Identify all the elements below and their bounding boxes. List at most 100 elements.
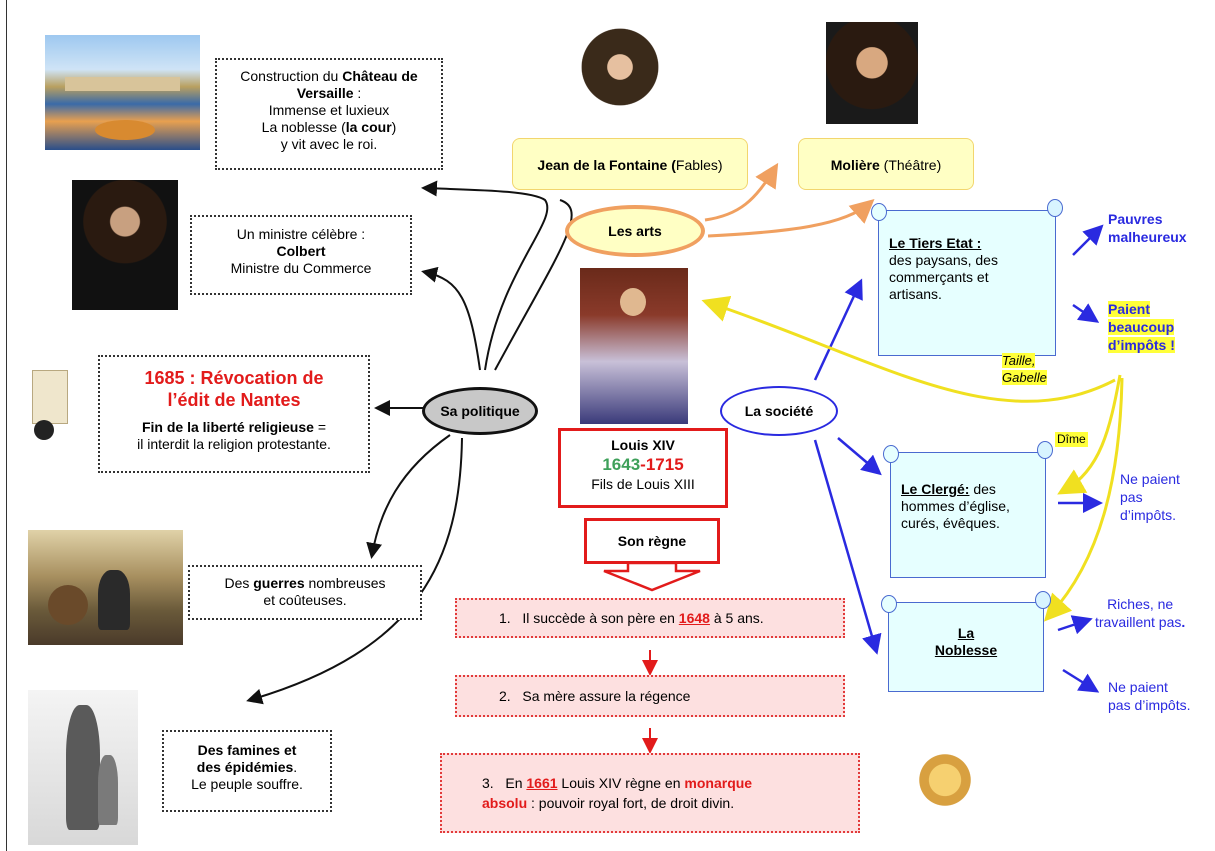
la-societe-node: La société <box>720 386 838 436</box>
step-2-num: 2. <box>499 688 511 704</box>
sa-politique-label: Sa politique <box>440 403 520 419</box>
versailles-image <box>45 35 200 150</box>
step-1-num: 1. <box>499 610 511 626</box>
arrow-to-noblesse <box>813 439 882 655</box>
versailles-box: Construction du Château de Versaille : I… <box>215 58 443 170</box>
versailles-line3b: la cour <box>345 119 392 135</box>
versailles-line4: y vit avec le roi. <box>280 136 378 152</box>
step-1-year: 1648 <box>678 610 710 626</box>
versailles-line3a: La noblesse ( <box>261 119 346 135</box>
guerres-post: nombreuses <box>304 575 386 591</box>
dime-label: Dîme <box>1055 432 1088 447</box>
arrow-to-colbert <box>421 266 481 371</box>
tiers-etat-box: Le Tiers Etat : des paysans, des commerç… <box>871 199 1063 356</box>
famines-line3: Le peuple souffre. <box>191 776 303 792</box>
pauvres-label: Pauvres malheureux <box>1108 210 1187 246</box>
tiers-text3: artisans. <box>889 286 942 302</box>
famines-line2: des épidémies <box>196 759 294 775</box>
tiers-title: Le Tiers Etat : <box>889 235 982 251</box>
nantes-box: 1685 : Révocation de l’édit de Nantes Fi… <box>98 355 370 473</box>
colbert-line3: Ministre du Commerce <box>230 260 372 276</box>
taille-label: Taille, Gabelle <box>1002 352 1047 386</box>
les-arts-label: Les arts <box>608 223 662 239</box>
taille-line1: Taille, <box>1002 353 1036 368</box>
riches-label: Riches, ne travaillent pas. <box>1095 595 1185 631</box>
step-3-red: monarque <box>684 775 753 791</box>
pauvres-line2: malheureux <box>1108 229 1187 245</box>
nantes-title2: l’édit de Nantes <box>167 390 301 410</box>
step-2-text: Sa mère assure la régence <box>522 688 691 704</box>
left-margin-line <box>6 0 7 851</box>
nepaient-line1: Ne paient <box>1120 471 1180 487</box>
step-3-year: 1661 <box>526 775 558 791</box>
step-1-pre: Il succède à son père en <box>522 610 679 626</box>
arrow-to-versailles <box>421 180 549 371</box>
moliere-bold: Molière <box>830 157 880 173</box>
tiers-text1: des paysans, des <box>889 252 998 268</box>
fontaine-bold: Jean de la Fontaine ( <box>537 157 676 173</box>
louis-xiv-portrait <box>580 268 688 424</box>
la-societe-label: La société <box>744 403 814 419</box>
famines-line1: Des famines et <box>197 742 297 758</box>
nepaient2-line2: pas d’impôts. <box>1108 697 1191 713</box>
riches-line1: Riches, ne <box>1107 596 1174 612</box>
step-3-post: : pouvoir royal fort, de droit divin. <box>527 795 735 811</box>
paient-label: Paient beaucoup d’impôts ! <box>1108 300 1175 354</box>
arrow-tax-to-noblesse <box>1043 377 1124 622</box>
fontaine-box: Jean de la Fontaine (Fables) <box>512 138 748 190</box>
dime-text: Dîme <box>1057 432 1086 446</box>
colbert-portrait <box>72 180 178 310</box>
noblesse-box: La Noblesse <box>881 591 1051 692</box>
nantes-title1: 1685 : Révocation de <box>144 368 324 388</box>
war-scene-image <box>28 530 183 645</box>
pauvres-line1: Pauvres <box>1108 211 1163 227</box>
step-1: 1. Il succède à son père en 1648 à 5 ans… <box>455 598 845 638</box>
nepaient-label: Ne paient pas d’impôts. <box>1120 470 1180 524</box>
versailles-bold: Château de Versaille <box>296 68 418 101</box>
versailles-line3c: ) <box>391 119 397 135</box>
louis-start: 1643 <box>602 455 641 474</box>
nantes-bold: Fin de la liberté religieuse <box>141 419 314 435</box>
colbert-box: Un ministre célèbre : Colbert Ministre d… <box>190 215 412 295</box>
clerge-text3: curés, évêques. <box>901 515 1000 531</box>
louis-sub: Fils de Louis XIII <box>591 476 695 492</box>
arrow-tax-to-king <box>701 295 1116 403</box>
arrow-paient <box>1072 303 1100 323</box>
moliere-post: (Théâtre) <box>879 157 942 173</box>
moliere-box: Molière (Théâtre) <box>798 138 974 190</box>
louis-end: 1715 <box>645 455 684 474</box>
colbert-line1: Un ministre célèbre : <box>236 226 366 242</box>
nepaient2-line1: Ne paient <box>1108 679 1168 695</box>
arrow-to-versailles-2 <box>494 199 573 371</box>
versailles-pre: Construction du <box>240 68 343 84</box>
paient-line2: beaucoup <box>1108 319 1175 335</box>
clerge-box: Le Clergé: des hommes d’église, curés, é… <box>883 441 1053 578</box>
famines-dot: . <box>293 759 298 775</box>
guerres-box: Des guerres nombreuses et coûteuses. <box>188 565 422 620</box>
arrow-to-tiers <box>813 278 863 381</box>
step-3-red2: absolu <box>482 795 528 811</box>
fontaine-post: Fables) <box>675 157 723 173</box>
step-3: 3. En 1661 Louis XIV règne en monarque a… <box>440 753 860 833</box>
arrow-pauvres <box>1072 224 1104 256</box>
louis-name: Louis XIV <box>611 437 675 453</box>
versailles-line2: Immense et luxieux <box>268 102 390 118</box>
nantes-post: = <box>313 419 327 435</box>
step-3-pre: En <box>505 775 527 791</box>
son-regne-label: Son règne <box>617 533 687 549</box>
riches-line2: travaillent pas <box>1095 614 1182 630</box>
arrow-riches <box>1057 615 1093 635</box>
arrow-nepaient2 <box>1062 668 1100 693</box>
riches-dot: . <box>1181 614 1186 630</box>
step-1-post: à 5 ans. <box>709 610 764 626</box>
arrow-to-guerres <box>366 434 451 559</box>
tiers-text2: commerçants et <box>889 269 989 285</box>
clerge-title: Le Clergé: <box>901 481 970 497</box>
guerres-pre: Des <box>224 575 254 591</box>
les-arts-node: Les arts <box>565 205 705 257</box>
paient-line3: d’impôts ! <box>1108 337 1175 353</box>
colbert-name: Colbert <box>276 243 326 259</box>
arrow-to-moliere <box>707 199 875 238</box>
step-3-mid: Louis XIV règne en <box>557 775 685 791</box>
regne-down-arrow <box>603 561 701 592</box>
